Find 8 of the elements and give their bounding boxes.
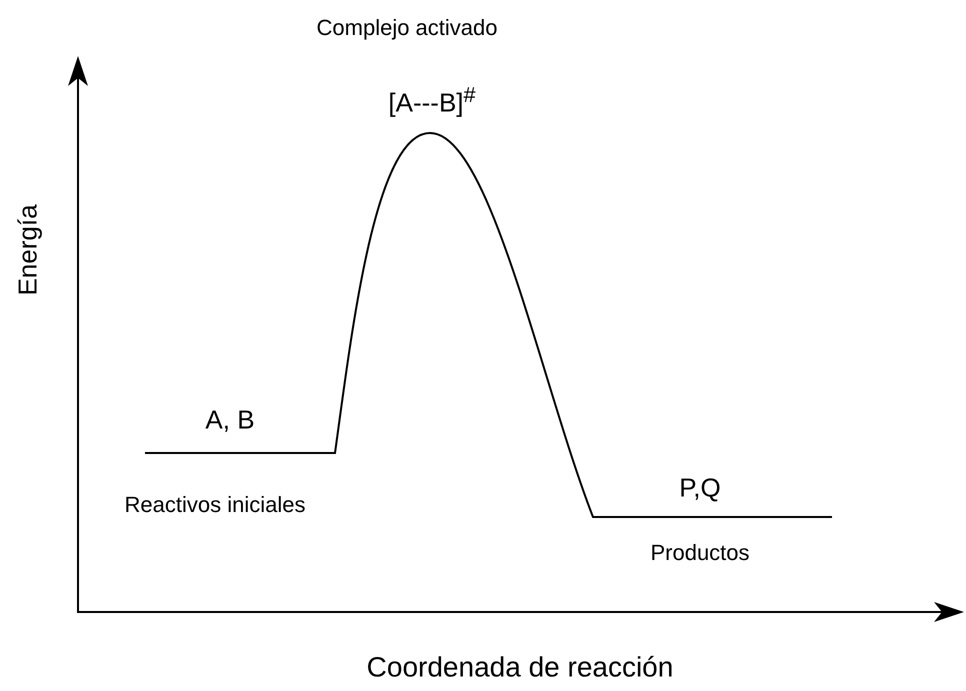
state-label: P,Q (679, 474, 721, 502)
axis-title: Coordenada de reacción (366, 652, 674, 684)
annotation: Productos (650, 540, 750, 566)
annotation: Complejo activado (316, 16, 498, 40)
axis-title: Energía (14, 204, 42, 296)
state-label: A, B (205, 406, 255, 434)
state-label: [A---B]$^{#}$ (388, 82, 476, 118)
annotation: Reactivos iniciales (124, 492, 306, 518)
